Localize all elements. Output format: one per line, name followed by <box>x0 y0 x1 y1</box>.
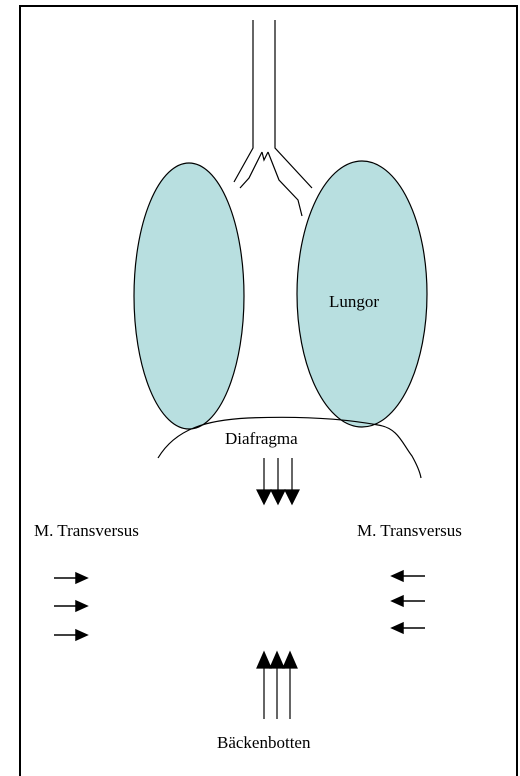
left-lung <box>134 163 244 429</box>
transversus-right-label: M. Transversus <box>357 522 462 539</box>
lungs-label: Lungor <box>329 293 379 310</box>
left-transversus-arrows <box>54 573 87 640</box>
right-transversus-arrows <box>392 571 425 633</box>
pelvic-floor-arrows <box>257 652 297 719</box>
diaphragm-arrows <box>257 458 299 504</box>
transversus-left-label: M. Transversus <box>34 522 139 539</box>
pelvic-floor-label: Bäckenbotten <box>217 734 310 751</box>
trachea <box>234 20 312 216</box>
diaphragm-label: Diafragma <box>225 430 298 447</box>
